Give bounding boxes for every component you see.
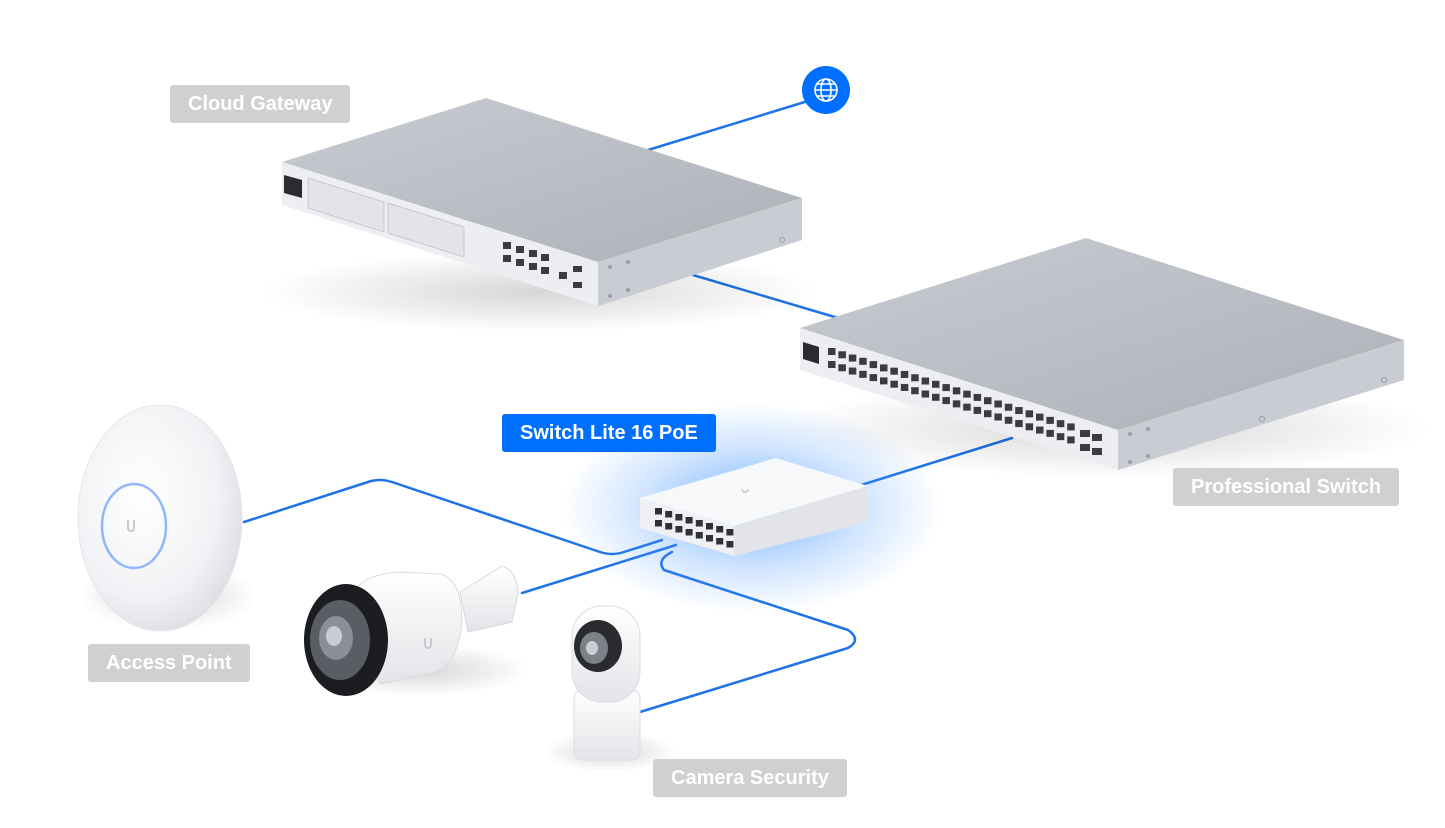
access-point-device (77, 404, 258, 632)
ethernet-port (655, 508, 662, 515)
ethernet-port (890, 380, 898, 388)
ethernet-port (984, 410, 992, 418)
ethernet-port (921, 390, 930, 398)
ethernet-port (655, 520, 662, 527)
ethernet-port (716, 526, 724, 533)
port-row-bottom (828, 361, 1075, 444)
ethernet-port (665, 511, 673, 518)
ethernet-port (848, 354, 857, 362)
ethernet-port (963, 403, 971, 411)
ethernet-port (848, 367, 857, 375)
camera-security-label: Camera Security (653, 759, 847, 797)
ethernet-port (973, 406, 982, 414)
ethernet-port (695, 532, 703, 539)
ethernet-port (973, 393, 982, 401)
ethernet-port (1036, 413, 1044, 421)
ethernet-port (695, 520, 703, 527)
ethernet-port (932, 393, 940, 401)
ethernet-port (942, 397, 950, 405)
switch-lite-label: Switch Lite 16 PoE (502, 414, 716, 452)
ethernet-port (994, 400, 1002, 408)
ethernet-port (1004, 416, 1013, 424)
switch-lite-device (562, 403, 942, 613)
ethernet-port (880, 377, 888, 385)
ethernet-port (726, 529, 734, 536)
ethernet-port (1067, 436, 1075, 444)
lite-switch-ports (655, 508, 734, 548)
ethernet-port (706, 535, 713, 542)
ethernet-port (1046, 416, 1054, 424)
ethernet-port (932, 380, 940, 388)
ethernet-port (1036, 426, 1044, 434)
ethernet-port (911, 374, 919, 382)
ethernet-port (869, 374, 878, 382)
professional-switch-label: Professional Switch (1173, 468, 1400, 506)
ethernet-port (838, 364, 846, 372)
ethernet-port (900, 370, 909, 378)
ethernet-port (1046, 429, 1054, 437)
ethernet-port (716, 538, 724, 545)
ethernet-port (1004, 403, 1013, 411)
ethernet-port (911, 387, 919, 395)
ethernet-port (1056, 433, 1065, 441)
ethernet-port (952, 387, 961, 395)
access-point-label: Access Point (88, 644, 250, 682)
link-internet-gateway (646, 99, 810, 152)
ethernet-port (665, 523, 673, 530)
ethernet-port (869, 361, 878, 369)
ethernet-port (952, 400, 961, 408)
ethernet-port (1015, 420, 1023, 428)
port-row-top (828, 348, 1075, 431)
ethernet-port (859, 370, 867, 378)
ethernet-port (828, 348, 836, 355)
ethernet-port (685, 517, 693, 524)
ethernet-port (890, 367, 898, 375)
ethernet-port (984, 397, 992, 405)
professional-switch-device (790, 238, 1430, 478)
ethernet-port (921, 377, 930, 385)
ethernet-port (726, 541, 734, 548)
ethernet-port (685, 529, 693, 536)
ethernet-port (1025, 423, 1034, 431)
ethernet-port (963, 390, 971, 398)
ethernet-port (942, 384, 950, 392)
cloud-gateway-label: Cloud Gateway (170, 85, 351, 123)
ethernet-port (838, 351, 846, 359)
ethernet-port (1056, 420, 1065, 428)
cloud-gateway-device (260, 98, 820, 332)
ethernet-port (1015, 407, 1023, 415)
ethernet-port (675, 526, 683, 533)
flex-camera-device (544, 605, 676, 772)
bullet-camera-device (304, 565, 530, 696)
ethernet-port (859, 357, 867, 365)
ethernet-port (994, 413, 1002, 421)
internet-node (802, 66, 850, 114)
ethernet-port (675, 514, 683, 521)
ethernet-port (706, 523, 713, 530)
ethernet-port (1025, 410, 1034, 418)
ethernet-port (880, 364, 888, 372)
ethernet-port (1067, 423, 1075, 431)
ethernet-port (828, 361, 836, 368)
ethernet-port (900, 383, 909, 391)
